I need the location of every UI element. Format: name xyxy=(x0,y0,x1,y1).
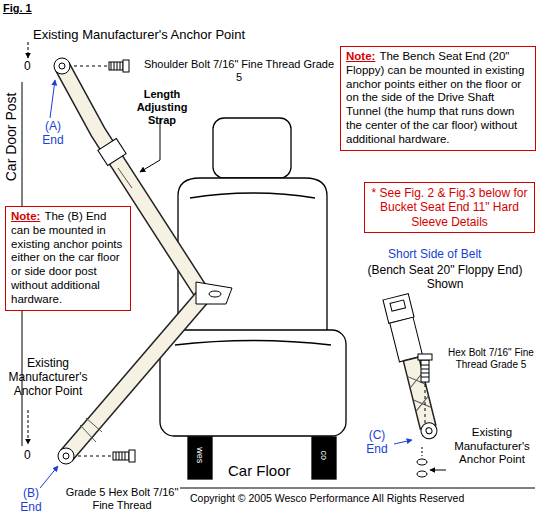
copyright: Copyright © 2005 Wesco Performance All R… xyxy=(190,492,536,504)
note-text: * See Fig. 2 & Fig.3 below for Bucket Se… xyxy=(371,186,527,229)
bolt-label: Shoulder Bolt 7/16" Fine Thread Grade 5 xyxy=(140,58,338,84)
floor-bolt xyxy=(78,450,135,462)
reference-box: * See Fig. 2 & Fig.3 below for Bucket Se… xyxy=(364,182,535,233)
strap-label: Length Adjusting Strap xyxy=(132,88,192,127)
bolt-label: Hex Bolt 7/16" Fine Thread Grade 5 xyxy=(445,347,537,371)
short-belt-end xyxy=(383,294,444,477)
bolt-label: Grade 5 Hex Bolt 7/16" Fine Thread xyxy=(62,486,182,512)
belt-label: Short Side of Belt xyxy=(388,247,508,261)
anchor-label: Existing Manufacturer's Anchor Point xyxy=(2,356,94,398)
seat xyxy=(160,118,346,479)
end-label: (B) End xyxy=(14,486,48,514)
figure-title: Fig. 1 xyxy=(3,2,32,15)
floor-label: Car Floor xyxy=(228,462,308,480)
anchor-label: Existing Manufacturer's Anchor Point xyxy=(448,426,536,467)
leg-logo: wes xyxy=(195,436,206,474)
end-label: (C) End xyxy=(360,428,394,456)
note-text: The (B) End can be mounted in existing a… xyxy=(11,210,122,305)
note-heading: Note: xyxy=(346,50,375,62)
end-label: (A) End xyxy=(36,119,70,147)
floor-line xyxy=(180,488,535,489)
anchor-label: Existing Manufacturer's Anchor Point xyxy=(33,27,293,42)
anchor-hole-mark: 0 xyxy=(24,59,36,73)
note-heading: Note: xyxy=(11,210,40,222)
leg-logo: co xyxy=(319,436,330,474)
door-post-label: Car Door Post xyxy=(3,71,20,181)
note-text: The Bench Seat End (20" Floppy) can be m… xyxy=(346,50,524,145)
note-box: Note:The Bench Seat End (20" Floppy) can… xyxy=(340,46,536,151)
note-box: Note:The (B) End can be mounted in exist… xyxy=(5,206,131,311)
belt-label: (Bench Seat 20" Floppy End) Shown xyxy=(355,263,535,291)
shoulder-bolt xyxy=(74,60,129,72)
anchor-hole-mark: 0 xyxy=(24,448,36,462)
